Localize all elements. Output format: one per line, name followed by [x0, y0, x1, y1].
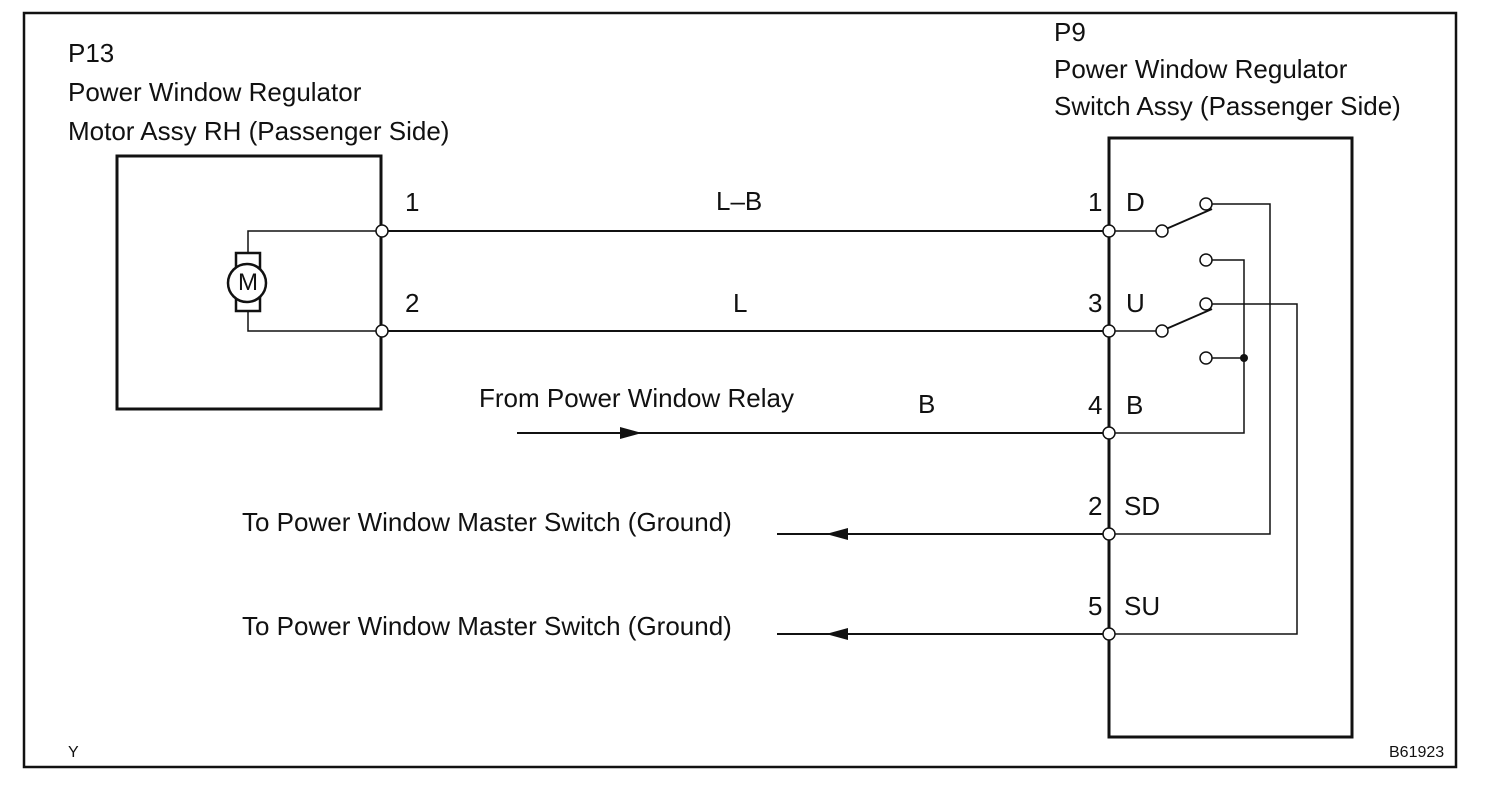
- sd-arrow-icon: [826, 528, 848, 540]
- junction-dot: [1240, 354, 1248, 362]
- switch-terminal-name: U: [1126, 288, 1145, 318]
- wire-color-label: L–B: [716, 186, 763, 216]
- switch-box: [1107, 136, 1354, 739]
- switch-terminal-name: SU: [1124, 591, 1161, 621]
- switch-terminal-name: D: [1126, 187, 1145, 217]
- d-switch-contact-lower: [1199, 253, 1213, 267]
- switch-name-line2: Switch Assy (Passenger Side): [1054, 91, 1401, 121]
- u-switch-pivot: [1155, 324, 1169, 338]
- motor-terminal-1: [375, 224, 389, 238]
- motor-code: P13: [68, 38, 115, 68]
- switch-name-line1: Power Window Regulator: [1054, 54, 1348, 84]
- switch-internal-wiring: [1109, 203, 1298, 635]
- switch-terminal-1: [1102, 224, 1116, 238]
- diagram-frame: [22, 11, 1458, 769]
- switch-terminal-name: SD: [1124, 491, 1161, 521]
- u-switch-contact-upper: [1199, 297, 1213, 311]
- motor-name-line2: Motor Assy RH (Passenger Side): [68, 116, 450, 146]
- switch-terminal-3: [1102, 324, 1116, 338]
- wire-color-label: B: [918, 389, 936, 419]
- switch-pin: 2: [1088, 491, 1103, 521]
- ground-destination-label: To Power Window Master Switch (Ground): [242, 611, 732, 641]
- corner-mark: Y: [68, 744, 79, 761]
- motor-pin-1: 1: [405, 187, 420, 217]
- su-arrow-icon: [826, 628, 848, 640]
- wire-color-label: L: [733, 288, 748, 318]
- motor-pin-2: 2: [405, 288, 420, 318]
- motor-name-line1: Power Window Regulator: [68, 77, 362, 107]
- switch-terminal-name: B: [1126, 390, 1144, 420]
- motor-internal-wiring: [247, 230, 382, 332]
- motor-terminal-2: [375, 324, 389, 338]
- motor-symbol: [226, 251, 268, 313]
- switch-pin: 4: [1088, 390, 1103, 420]
- ground-destination-label: To Power Window Master Switch (Ground): [242, 507, 732, 537]
- figure-id: B61923: [1389, 744, 1445, 761]
- d-switch-contact-upper: [1199, 197, 1213, 211]
- switch-terminal-2: [1102, 527, 1116, 541]
- switch-code: P9: [1054, 17, 1086, 47]
- relay-source-label: From Power Window Relay: [479, 383, 794, 413]
- u-switch-contact-lower: [1199, 351, 1213, 365]
- switch-pin: 3: [1088, 288, 1103, 318]
- switch-terminal-4: [1102, 426, 1116, 440]
- motor-box: [115, 154, 383, 411]
- switch-pin: 5: [1088, 591, 1103, 621]
- switch-terminal-5: [1102, 627, 1116, 641]
- relay-arrow-icon: [620, 427, 642, 439]
- motor-symbol-letter: M: [238, 269, 258, 296]
- d-switch-pivot: [1155, 224, 1169, 238]
- switch-pin: 1: [1088, 187, 1103, 217]
